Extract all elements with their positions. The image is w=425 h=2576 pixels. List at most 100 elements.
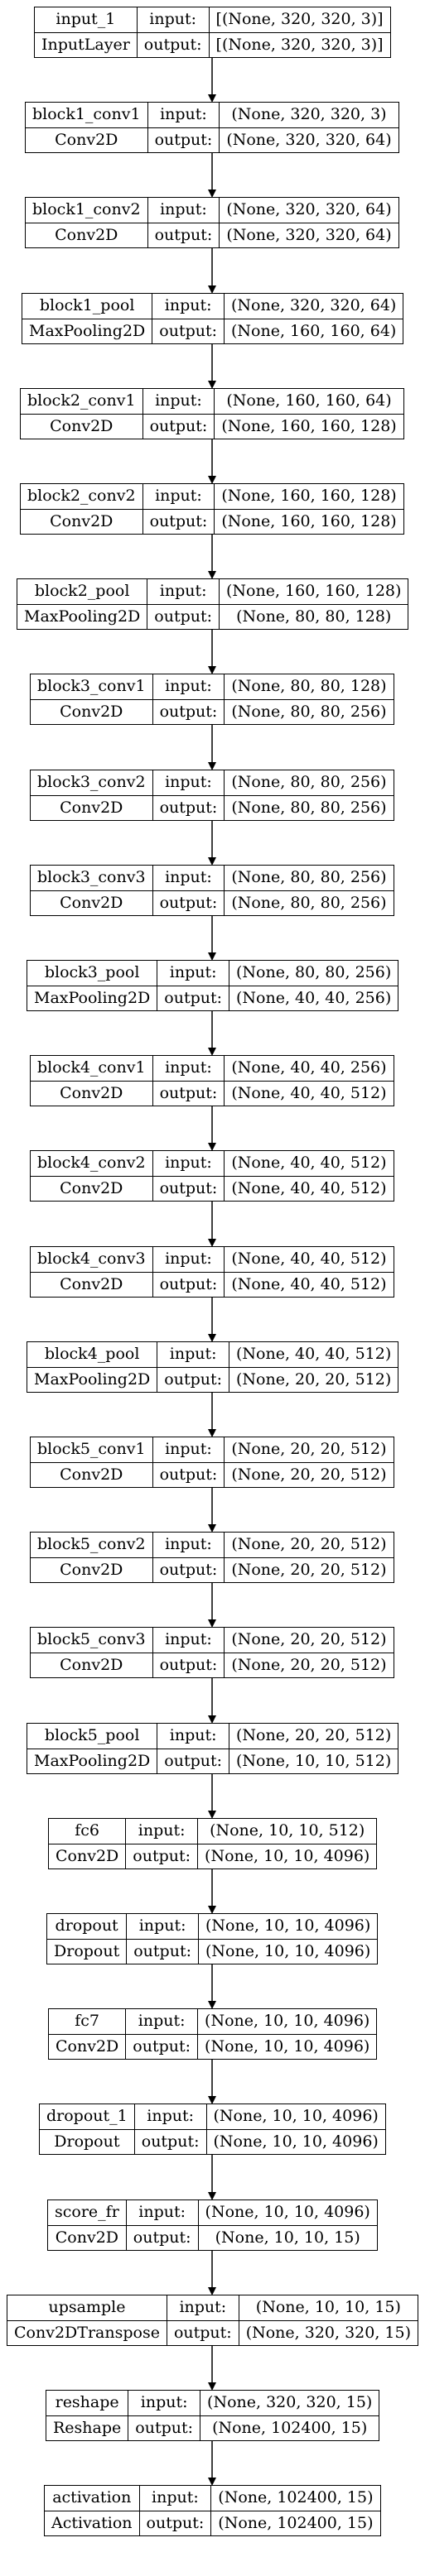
layer-identity-column: block5_pool MaxPooling2D — [27, 1724, 157, 1773]
output-shape: (None, 160, 160, 128) — [215, 508, 403, 535]
input-label: input: — [179, 2298, 227, 2317]
layer-shape-column: (None, 80, 80, 256) (None, 80, 80, 256) — [224, 770, 394, 821]
layer-identity-column: block1_conv2 Conv2D — [26, 198, 147, 247]
layer-io-label-column: input: output: — [138, 2486, 211, 2535]
input-label: input: — [159, 582, 207, 601]
layer-shape-column: (None, 102400, 15) (None, 102400, 15) — [210, 2486, 380, 2535]
layer-type: MaxPooling2D — [17, 603, 147, 630]
layer-shape-column: (None, 320, 320, 3) (None, 320, 320, 64) — [219, 103, 398, 152]
layer-identity-column: block2_conv2 Conv2D — [21, 484, 142, 534]
layer-node-block3-conv3: block3_conv3 Conv2D input: output: (None… — [30, 865, 394, 916]
output-label: output: — [127, 1938, 198, 1964]
layer-shape-column: (None, 10, 10, 4096) (None, 10, 10, 15) — [197, 2200, 377, 2250]
layer-node-block2-pool: block2_pool MaxPooling2D input: output: … — [17, 578, 409, 630]
layer-io-label-column: input: output: — [152, 1056, 225, 1106]
layer-node-block3-pool: block3_pool MaxPooling2D input: output: … — [27, 960, 399, 1011]
layer-node-block5-pool: block5_pool MaxPooling2D input: output: … — [27, 1723, 399, 1774]
layer-shape-column: (None, 10, 10, 15) (None, 320, 320, 15) — [238, 2295, 418, 2346]
layer-name: score_fr — [55, 2203, 119, 2222]
layer-node-block2-conv2: block2_conv2 Conv2D input: output: (None… — [20, 483, 404, 535]
layer-identity-column: block4_conv2 Conv2D — [31, 1151, 152, 1201]
layer-identity-column: dropout_1 Dropout — [40, 2104, 134, 2154]
layer-node-upsample: upsample Conv2DTranspose input: output: … — [7, 2295, 419, 2346]
layer-name: block2_conv2 — [27, 487, 136, 506]
layer-name: reshape — [55, 2393, 119, 2412]
output-shape: (None, 10, 10, 4096) — [198, 1938, 378, 1964]
output-shape: (None, 80, 80, 128) — [220, 603, 408, 630]
layer-name: activation — [52, 2488, 132, 2507]
layer-shape-column: (None, 10, 10, 4096) (None, 10, 10, 4096… — [197, 1914, 378, 1964]
layer-shape-column: (None, 40, 40, 256) (None, 40, 40, 512) — [224, 1056, 394, 1106]
layer-shape-column: (None, 10, 10, 512) (None, 10, 10, 4096) — [197, 1819, 377, 1868]
input-shape: (None, 10, 10, 4096) — [213, 2107, 379, 2126]
output-shape: (None, 80, 80, 256) — [225, 890, 394, 916]
layer-node-block3-conv1: block3_conv1 Conv2D input: output: (None… — [30, 674, 394, 725]
input-shape: (None, 320, 320, 64) — [226, 200, 392, 219]
output-label: output: — [152, 698, 225, 725]
layer-type: Conv2D — [49, 1843, 126, 1869]
output-shape: (None, 320, 320, 64) — [220, 127, 398, 153]
layer-identity-column: dropout Dropout — [47, 1914, 127, 1964]
output-shape: (None, 10, 10, 4096) — [206, 2128, 385, 2155]
layer-identity-column: block5_conv3 Conv2D — [31, 1628, 152, 1677]
input-label: input: — [169, 1726, 217, 1745]
layer-shape-column: (None, 20, 20, 512) (None, 20, 20, 512) — [224, 1533, 394, 1582]
layer-type: Conv2D — [48, 2224, 126, 2251]
layer-identity-column: reshape Reshape — [46, 2391, 128, 2440]
layer-type: Conv2D — [31, 1175, 152, 1202]
layer-shape-column: (None, 40, 40, 512) (None, 20, 20, 512) — [229, 1342, 398, 1392]
output-shape: (None, 160, 160, 64) — [225, 318, 403, 344]
layer-identity-column: block1_conv1 Conv2D — [26, 103, 147, 152]
layer-name: block4_conv2 — [37, 1154, 146, 1173]
input-shape: (None, 10, 10, 512) — [210, 1821, 365, 1840]
layer-io-label-column: input: output: — [157, 1342, 229, 1392]
output-shape: (None, 40, 40, 256) — [229, 985, 398, 1011]
layer-name: block1_pool — [39, 296, 135, 315]
layer-shape-column: (None, 320, 320, 64) (None, 320, 320, 64… — [219, 198, 398, 247]
input-shape: (None, 80, 80, 128) — [231, 677, 387, 696]
output-shape: (None, 80, 80, 256) — [225, 698, 394, 725]
output-label: output: — [147, 222, 220, 248]
input-shape: (None, 10, 10, 4096) — [205, 2012, 370, 2031]
layer-name: dropout_1 — [46, 2107, 128, 2126]
input-shape: (None, 40, 40, 256) — [231, 1058, 387, 1077]
output-shape: (None, 320, 320, 15) — [239, 2319, 418, 2346]
layer-io-label-column: input: output: — [125, 1819, 198, 1868]
layer-name: dropout — [55, 1916, 118, 1936]
input-label: input: — [165, 1154, 212, 1173]
layer-name: fc7 — [75, 2012, 100, 2031]
input-label: input: — [140, 2393, 188, 2412]
layer-node-dropout-1: dropout_1 Dropout input: output: (None, … — [39, 2103, 386, 2155]
layer-type: Conv2D — [26, 222, 147, 248]
output-shape: (None, 80, 80, 256) — [225, 794, 394, 821]
input-shape: (None, 320, 320, 64) — [231, 296, 397, 315]
layer-type: Conv2DTranspose — [7, 2319, 167, 2346]
layer-type: MaxPooling2D — [27, 1366, 157, 1393]
layer-identity-column: block3_pool MaxPooling2D — [27, 961, 157, 1010]
output-label: output: — [152, 1080, 225, 1106]
output-shape: (None, 10, 10, 4096) — [198, 2033, 377, 2060]
layer-shape-column: (None, 320, 320, 15) (None, 102400, 15) — [200, 2391, 379, 2440]
output-label: output: — [152, 1271, 225, 1298]
output-label: output: — [152, 1175, 225, 1202]
output-label: output: — [152, 1461, 225, 1488]
input-label: input: — [138, 2203, 186, 2222]
layer-shape-column: (None, 160, 160, 128) (None, 160, 160, 1… — [214, 484, 403, 534]
input-shape: (None, 160, 160, 128) — [221, 487, 397, 506]
input-label: input: — [160, 200, 207, 219]
layer-identity-column: block3_conv1 Conv2D — [31, 674, 152, 724]
layer-shape-column: (None, 160, 160, 64) (None, 160, 160, 12… — [214, 389, 403, 439]
layer-name: block2_conv1 — [27, 391, 136, 410]
layer-node-score-fr: score_fr Conv2D input: output: (None, 10… — [47, 2199, 378, 2251]
layer-node-activation: activation Activation input: output: (No… — [44, 2485, 381, 2536]
output-shape: (None, 20, 20, 512) — [225, 1461, 394, 1488]
input-shape: (None, 160, 160, 64) — [226, 391, 392, 410]
output-label: output: — [134, 2128, 206, 2155]
layer-name: block1_conv1 — [32, 105, 141, 124]
layer-type: Activation — [45, 2510, 139, 2536]
layer-identity-column: input_1 InputLayer — [35, 7, 137, 57]
output-label: output: — [152, 1557, 225, 1583]
output-label: output: — [152, 890, 225, 916]
